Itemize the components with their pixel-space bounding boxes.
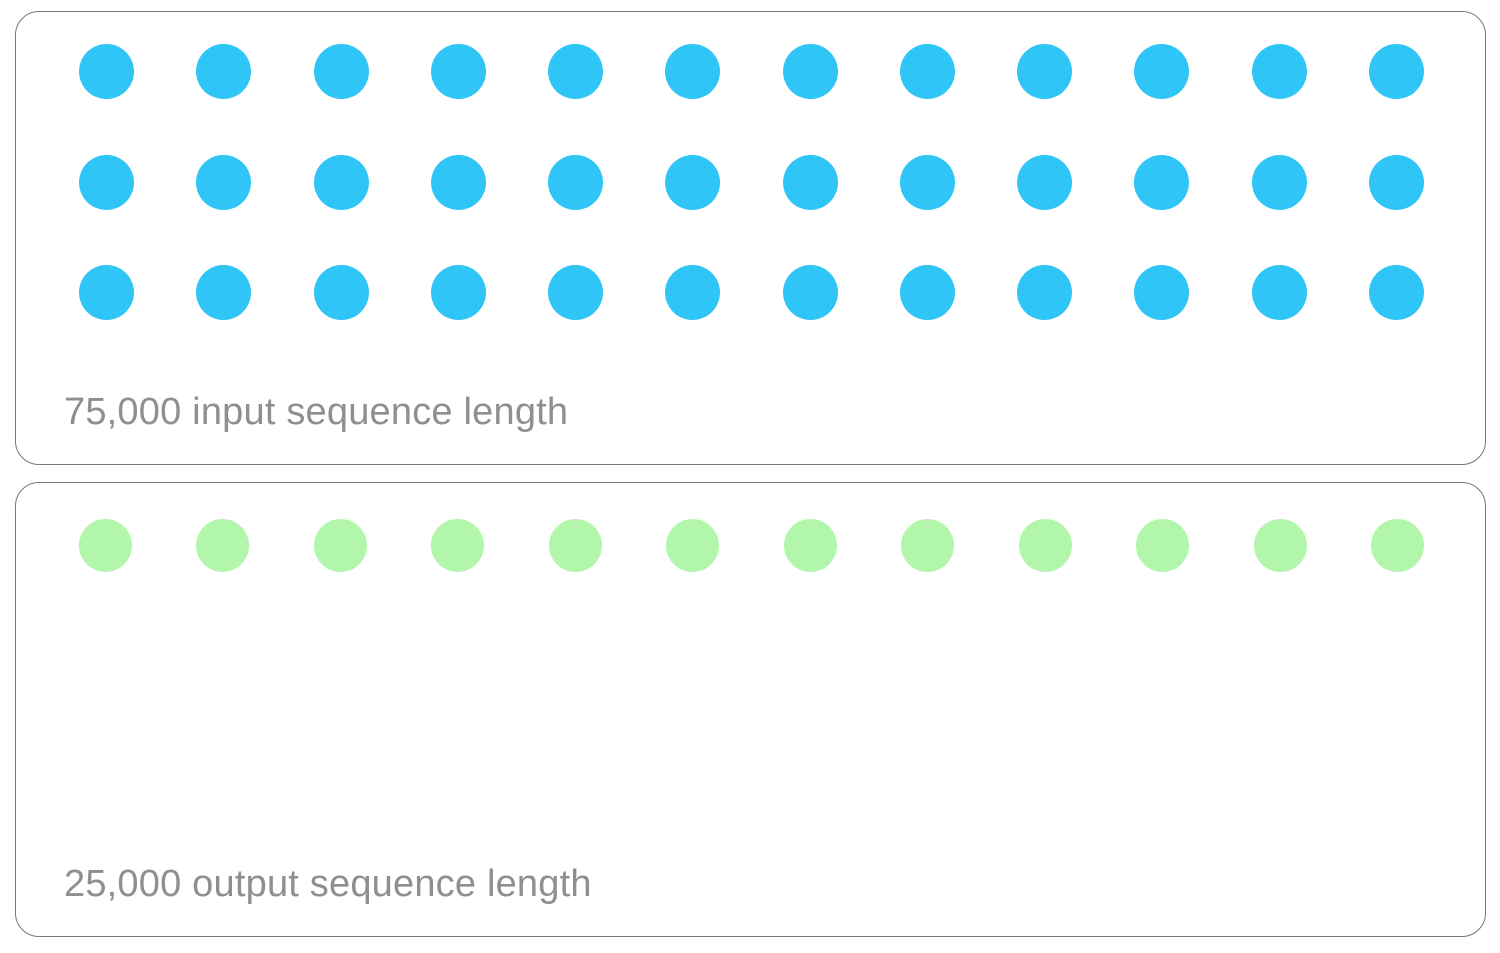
input-token-dot	[1017, 155, 1073, 210]
input-token-dot	[899, 265, 955, 320]
input-token-dot	[1368, 44, 1424, 99]
input-sequence-panel: 75,000 input sequence length	[15, 11, 1486, 465]
input-token-dot	[313, 155, 369, 210]
input-token-dot	[782, 44, 838, 99]
input-token-dot	[313, 265, 369, 320]
input-token-dot	[430, 44, 486, 99]
input-token-dot	[665, 155, 721, 210]
input-token-dot	[1134, 44, 1190, 99]
input-token-dot	[1017, 265, 1073, 320]
input-token-dot	[899, 44, 955, 99]
input-token-dot	[548, 265, 604, 320]
input-token-dot	[1251, 265, 1307, 320]
input-token-dot	[548, 155, 604, 210]
input-token-dot	[79, 44, 134, 99]
input-token-dot	[196, 44, 252, 99]
input-token-dot	[1251, 155, 1307, 210]
input-token-dot	[196, 155, 252, 210]
input-token-dot	[782, 265, 838, 320]
output-token-dot	[313, 519, 367, 572]
input-token-dot	[782, 155, 838, 210]
output-token-dot	[1018, 519, 1072, 572]
output-token-dot	[548, 519, 602, 572]
input-token-dot	[79, 155, 134, 210]
output-sequence-caption: 25,000 output sequence length	[64, 863, 592, 905]
input-token-dot	[665, 44, 721, 99]
output-token-dot	[1370, 519, 1424, 572]
output-token-dot	[79, 519, 132, 572]
input-token-dot	[665, 265, 721, 320]
input-token-dot	[1134, 155, 1190, 210]
input-token-dot	[1134, 265, 1190, 320]
input-token-dot	[1251, 44, 1307, 99]
output-token-dot	[783, 519, 837, 572]
input-sequence-caption: 75,000 input sequence length	[64, 391, 569, 433]
input-token-dot	[1368, 155, 1424, 210]
output-token-dot	[1253, 519, 1307, 572]
input-token-dot	[1368, 265, 1424, 320]
input-token-row	[79, 44, 1424, 99]
input-token-dot	[548, 44, 604, 99]
output-token-row	[79, 519, 1424, 572]
input-token-dot	[1017, 44, 1073, 99]
output-token-dot	[196, 519, 250, 572]
output-token-dot	[1136, 519, 1190, 572]
input-token-dot	[430, 265, 486, 320]
input-token-dot	[79, 265, 134, 320]
output-token-dot	[666, 519, 720, 572]
input-token-row	[79, 155, 1424, 210]
output-token-dot	[431, 519, 485, 572]
input-token-dot	[430, 155, 486, 210]
output-sequence-panel: 25,000 output sequence length	[15, 482, 1486, 937]
input-token-dot	[313, 44, 369, 99]
input-token-dot	[899, 155, 955, 210]
output-token-dot	[901, 519, 955, 572]
input-token-row	[79, 265, 1424, 320]
input-token-dot	[196, 265, 252, 320]
